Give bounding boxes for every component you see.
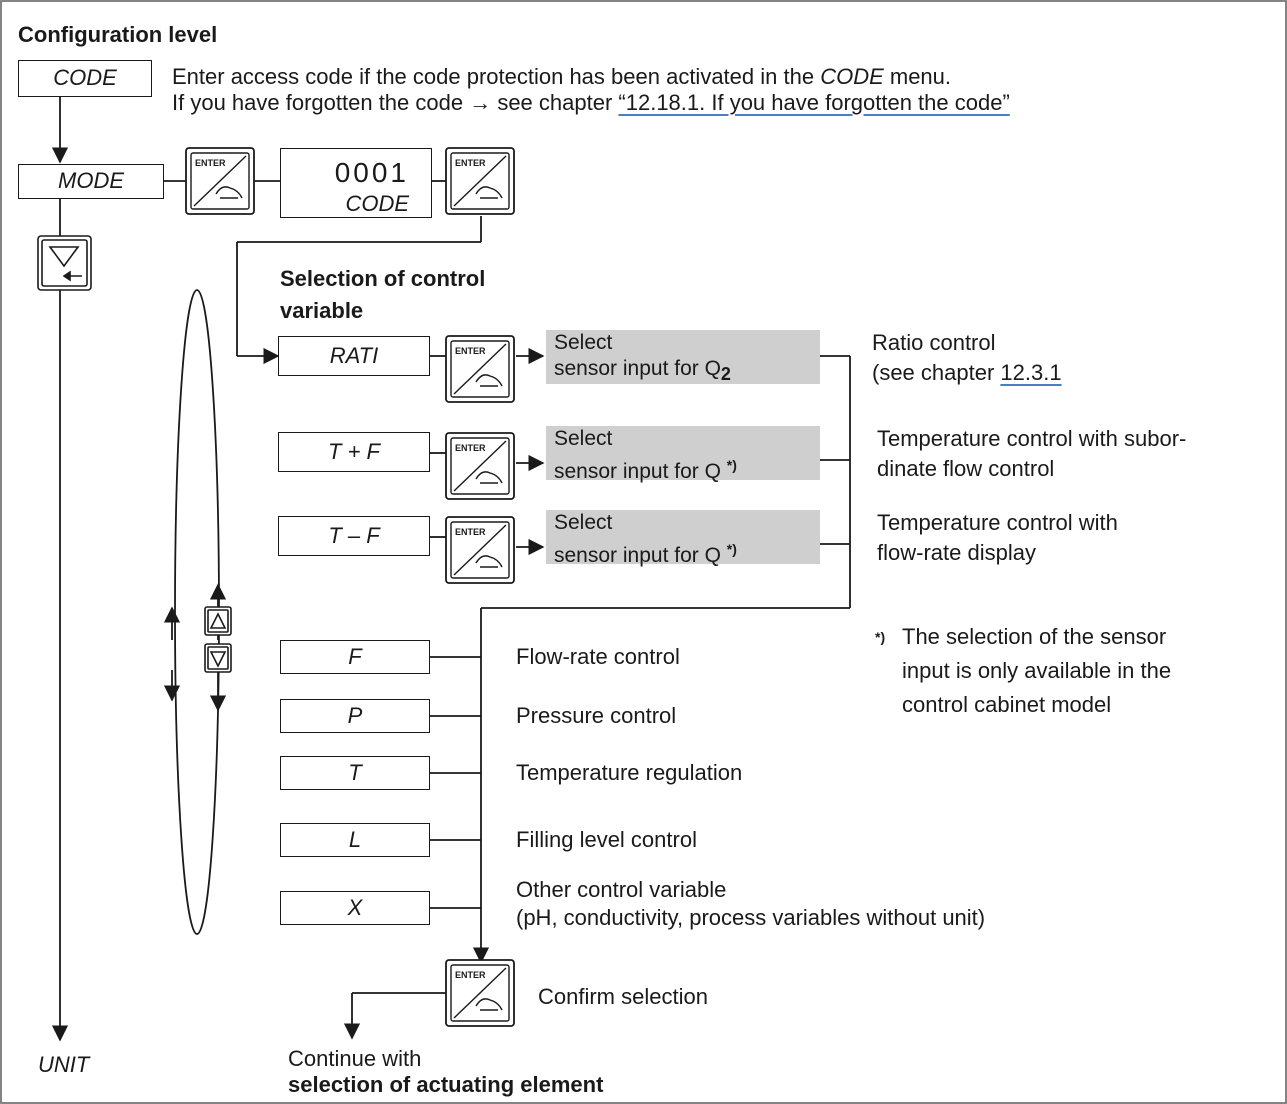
chapter-link[interactable]: 12.3.1	[1000, 360, 1062, 385]
code-display: 0001 CODE	[280, 148, 432, 218]
svg-text:ENTER: ENTER	[455, 527, 486, 537]
select-label: Select	[554, 331, 613, 354]
variable-description: Temperature regulation	[516, 760, 743, 785]
svg-text:ENTER: ENTER	[195, 158, 226, 168]
variable-box: X	[280, 891, 430, 925]
footnote-line-3: control cabinet model	[902, 692, 1112, 717]
variable-box: T	[280, 756, 430, 790]
confirm-selection-label: Confirm selection	[538, 984, 708, 1009]
select-sensor-box: Select sensor input for Q2	[546, 330, 820, 384]
variable-description-2: (see chapter 12.3.1	[872, 360, 1062, 385]
sensor-input-label: sensor input for Q *)	[554, 541, 737, 567]
enter-key-icon[interactable]: ENTER	[445, 432, 515, 500]
enter-key-icon[interactable]: ENTER	[445, 335, 515, 403]
svg-text:ENTER: ENTER	[455, 443, 486, 453]
continue-line-1: Continue with	[288, 1046, 422, 1071]
variable-description: Temperature control with	[877, 510, 1118, 535]
enter-key-icon[interactable]: ENTER	[445, 959, 515, 1027]
variable-description: Other control variable	[516, 877, 727, 902]
variable-description: Temperature control with subor-	[877, 426, 1187, 451]
intro-line-2: If you have forgotten the code → see cha…	[172, 90, 1010, 115]
svg-text:ENTER: ENTER	[455, 346, 486, 356]
forgotten-code-link[interactable]: “12.18.1. If you have forgotten the code…	[618, 90, 1010, 115]
variable-description: Filling level control	[516, 827, 697, 852]
footnote-line-2: input is only available in the	[902, 658, 1172, 683]
select-sensor-box: Select sensor input for Q *)	[546, 510, 820, 567]
variable-box: RATI	[278, 336, 430, 376]
enter-key-icon[interactable]: ENTER	[445, 516, 515, 584]
code-menu-box: CODE	[18, 60, 152, 97]
continue-line-2: selection of actuating element	[288, 1072, 604, 1097]
sensor-input-label: sensor input for Q2	[554, 357, 731, 385]
page-title: Configuration level	[18, 22, 218, 47]
mode-menu-box: MODE	[18, 164, 164, 199]
unit-label: UNIT	[38, 1052, 90, 1077]
select-label: Select	[554, 427, 613, 450]
variable-box: F	[280, 640, 430, 674]
footnote: *)	[875, 629, 886, 645]
footnote-line-1: The selection of the sensor	[902, 624, 1167, 649]
svg-text:ENTER: ENTER	[455, 970, 486, 980]
variable-box: L	[280, 823, 430, 857]
variable-description: Pressure control	[516, 703, 677, 728]
variable-description-2: flow-rate display	[877, 540, 1036, 565]
down-back-key	[37, 235, 92, 291]
selection-heading-1: Selection of control	[280, 266, 486, 291]
variable-box: T + F	[278, 432, 430, 472]
selection-heading-2: variable	[280, 298, 364, 323]
sensor-input-label: sensor input for Q *)	[554, 457, 737, 483]
arrow-down-key	[204, 643, 232, 673]
intro-line-1: Enter access code if the code protection…	[172, 64, 952, 89]
variable-description-2: (pH, conductivity, process variables wit…	[516, 905, 986, 930]
variable-description: Ratio control	[872, 330, 996, 355]
code-digits: 0001	[334, 157, 409, 188]
variable-box: T – F	[278, 516, 430, 556]
variable-box: P	[280, 699, 430, 733]
enter-key-icon[interactable]: ENTER	[445, 147, 515, 215]
code-display-label: CODE	[345, 191, 409, 216]
arrow-up-key	[204, 606, 232, 636]
svg-text:ENTER: ENTER	[455, 158, 486, 168]
select-sensor-box: Select sensor input for Q *)	[546, 426, 820, 483]
variable-description-2: dinate flow control	[877, 456, 1055, 481]
select-label: Select	[554, 511, 613, 534]
enter-key-icon[interactable]: ENTER	[185, 147, 255, 215]
variable-description: Flow-rate control	[516, 644, 680, 669]
